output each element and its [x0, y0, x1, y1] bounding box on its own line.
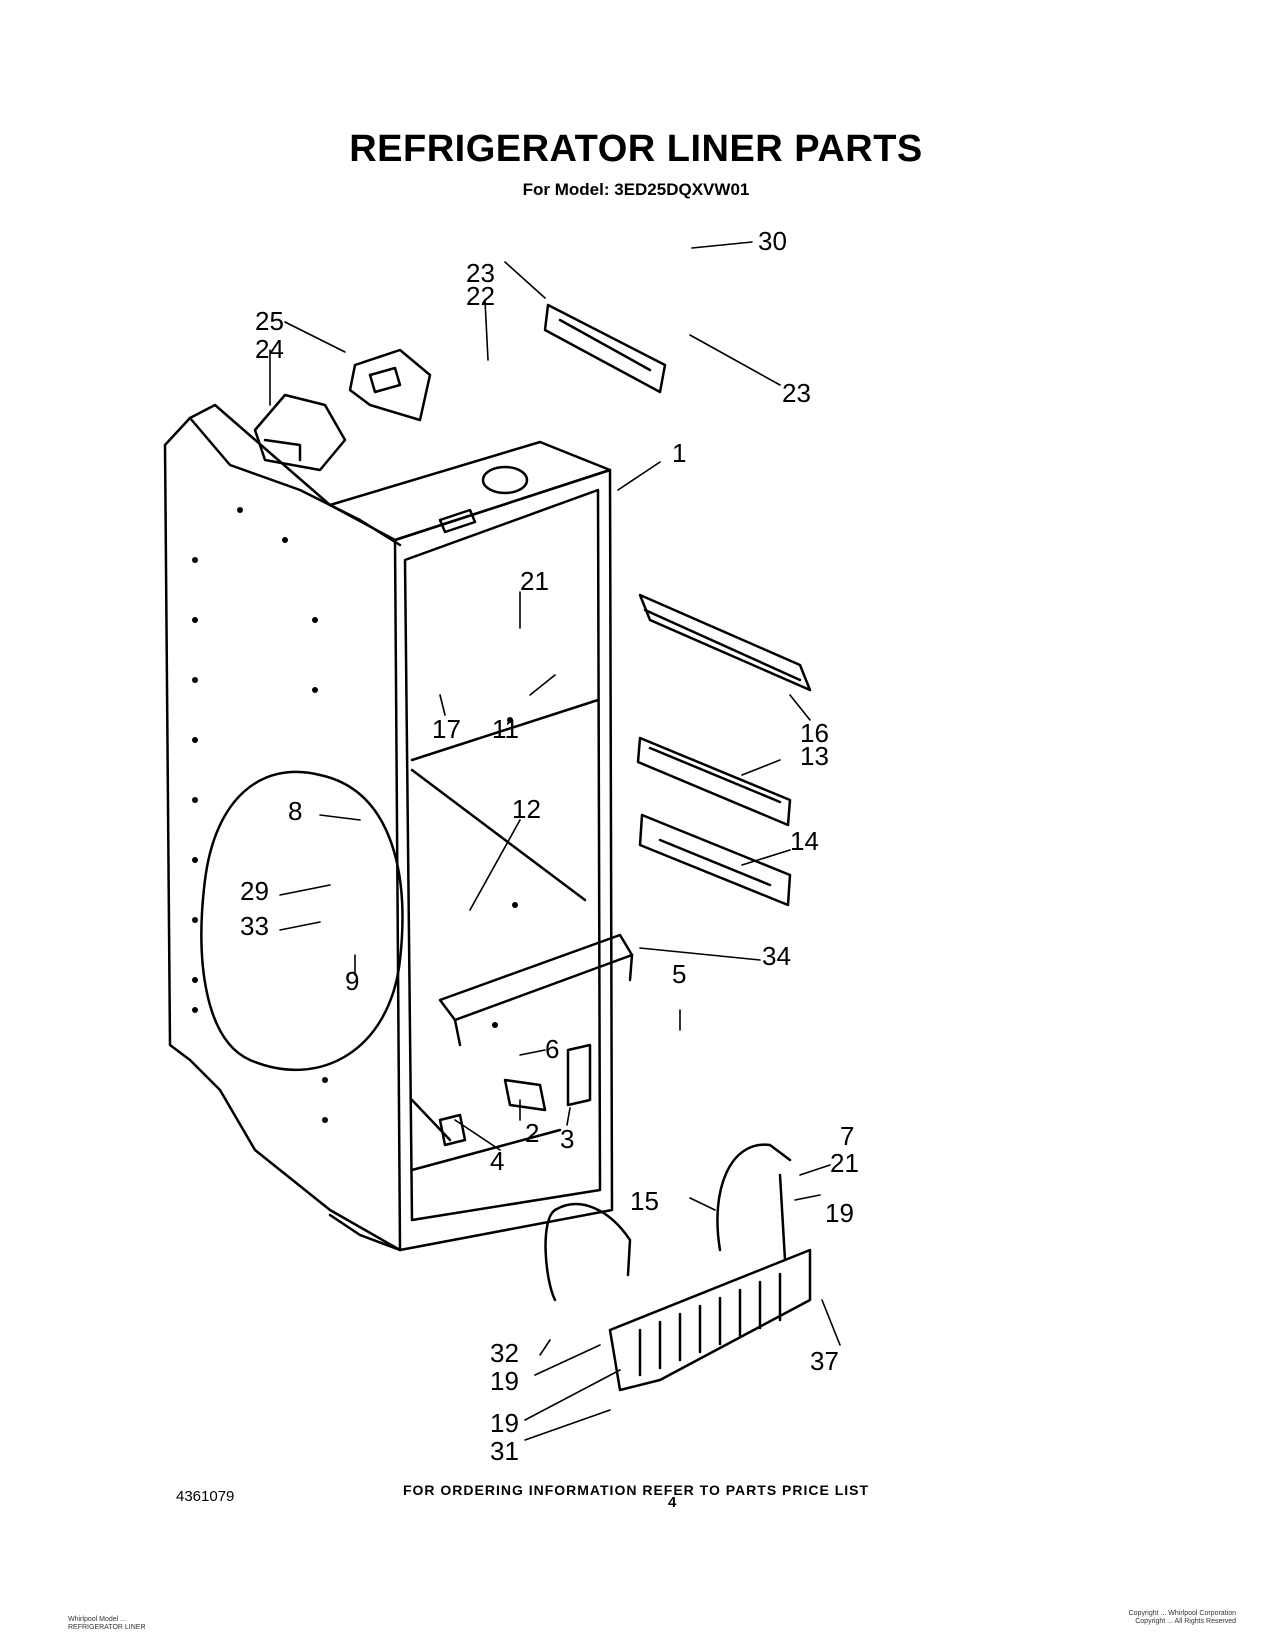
callout-33: 33 [240, 911, 269, 941]
callout-15: 15 [630, 1186, 659, 1216]
callout-30: 30 [758, 226, 787, 256]
top-rail [543, 303, 667, 394]
callout-21-left: 19 [490, 1366, 519, 1396]
fine-print-left: Whirlpool Model ... REFRIGERATOR LINER [68, 1616, 146, 1631]
callout-22: 21 [520, 566, 549, 596]
lower-brackets [438, 1043, 592, 1147]
side-holes [192, 507, 518, 1123]
callout-23-right: 23 [782, 378, 811, 408]
control-housing [253, 348, 432, 472]
callout-7: 7 [840, 1121, 854, 1151]
callout-6: 6 [545, 1034, 559, 1064]
shelf-rail-13 [636, 736, 792, 827]
leader-lines [269, 241, 841, 1441]
callout-17: 17 [432, 714, 461, 744]
fine-print-right: Copyright ... Whirlpool Corporation Copy… [1128, 1610, 1236, 1625]
shelf-rail-16 [638, 593, 812, 692]
callout-32: 32 [490, 1338, 519, 1368]
callout-14: 14 [790, 826, 819, 856]
water-reservoir [544, 1143, 812, 1392]
callout-29: 29 [240, 876, 269, 906]
shelf-rail-14 [638, 813, 792, 907]
callout-16: 16 [800, 718, 829, 748]
liner-body [163, 403, 614, 1252]
document-number: 4361079 [176, 1488, 235, 1505]
callout-26: 23 [466, 258, 495, 288]
callout-37: 37 [810, 1346, 839, 1376]
callout-25: 25 [255, 306, 284, 336]
callout-2: 2 [525, 1118, 539, 1148]
callout-21-right: 21 [830, 1148, 859, 1178]
page-title: REFRIGERATOR LINER PARTS [349, 128, 923, 170]
callout-1: 1 [672, 438, 686, 468]
callout-5: 5 [672, 959, 686, 989]
callout-8: 8 [288, 796, 302, 826]
page-number: 4 [668, 1494, 677, 1511]
callout-labels: 23 22 30 25 24 23 1 21 17 11 16 13 12 14… [240, 226, 859, 1466]
detail-circle [200, 770, 404, 1071]
callout-23-top: 22 [466, 281, 495, 311]
callout-3: 3 [560, 1124, 574, 1154]
callout-12: 12 [512, 794, 541, 824]
callout-19-left: 19 [490, 1408, 519, 1438]
callout-34: 34 [762, 941, 791, 971]
ordering-note: FOR ORDERING INFORMATION REFER TO PARTS … [402, 1482, 870, 1498]
callout-24: 24 [255, 334, 284, 364]
callout-13: 13 [800, 741, 829, 771]
callout-19-right: 19 [825, 1198, 854, 1228]
callout-4: 4 [490, 1146, 504, 1176]
callout-31: 31 [490, 1436, 519, 1466]
callout-9: 9 [345, 966, 359, 996]
model-subtitle: For Model: 3ED25DQXVW01 [522, 180, 750, 199]
callout-11: 11 [492, 714, 519, 744]
crisper-cover [438, 933, 634, 1047]
